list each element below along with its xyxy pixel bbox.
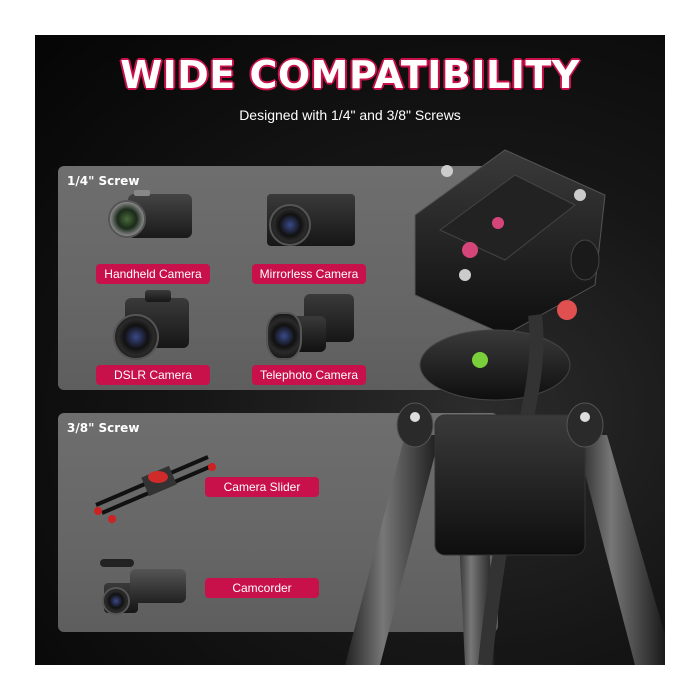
telephoto-camera-icon xyxy=(266,290,356,364)
mirrorless-camera-icon xyxy=(263,190,358,248)
dslr-camera-label: DSLR Camera xyxy=(96,365,210,385)
handheld-camera-label: Handheld Camera xyxy=(96,264,210,284)
product-banner: WIDE COMPATIBILITY Designed with 1/4" an… xyxy=(35,35,665,665)
camcorder-icon xyxy=(96,553,196,617)
mirrorless-camera-label: Mirrorless Camera xyxy=(252,264,366,284)
panel-heading: 1/4" Screw xyxy=(67,174,140,188)
camcorder-label: Camcorder xyxy=(205,578,319,598)
telephoto-camera-label: Telephoto Camera xyxy=(252,365,366,385)
banner-subtitle: Designed with 1/4" and 3/8" Screws xyxy=(239,107,461,123)
camera-slider-label: Camera Slider xyxy=(205,477,319,497)
handheld-camera-icon xyxy=(106,186,196,248)
dslr-camera-icon xyxy=(111,290,191,364)
banner-title: WIDE COMPATIBILITY xyxy=(120,53,580,97)
tripod-fluid-head-icon xyxy=(345,135,665,665)
camera-slider-icon xyxy=(88,443,218,523)
panel-heading: 3/8" Screw xyxy=(67,421,140,435)
